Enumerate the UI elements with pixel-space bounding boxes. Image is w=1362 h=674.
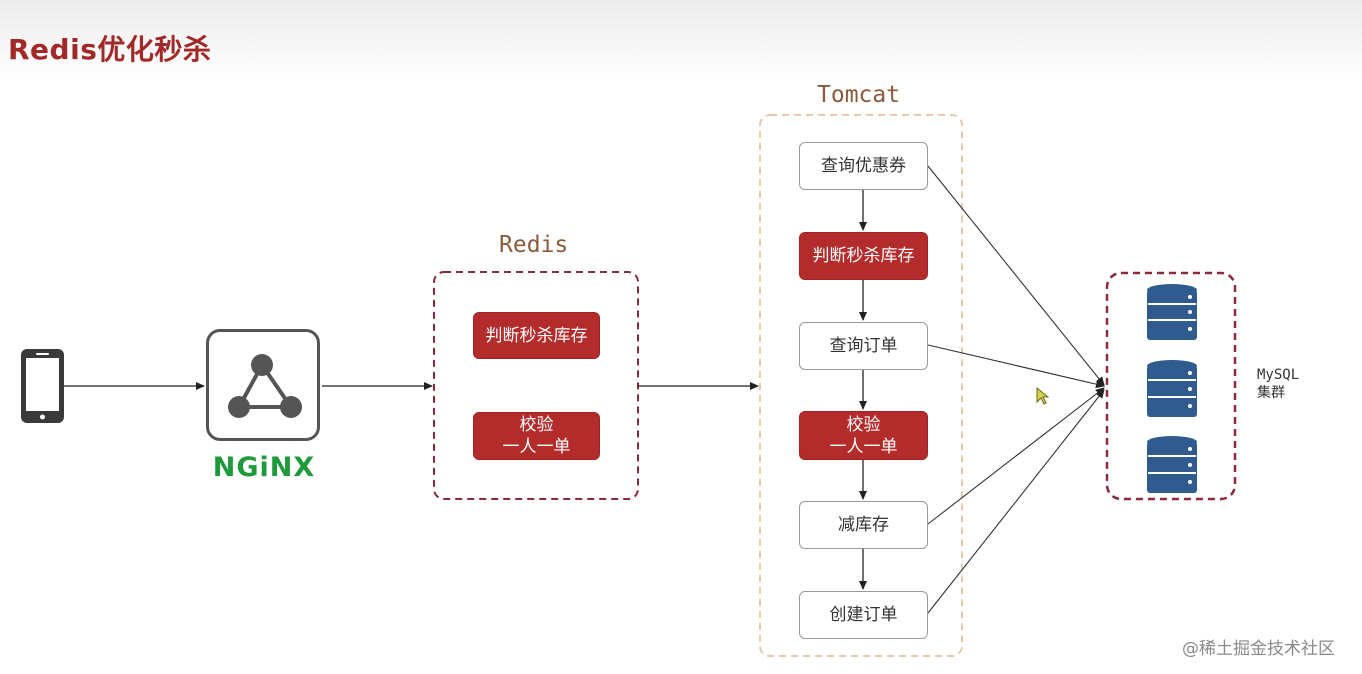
nginx-triangle-icon: [228, 354, 302, 418]
tomcat-step-label: 创建订单: [829, 605, 898, 625]
mouse-cursor-icon: [1036, 387, 1050, 405]
line-coupon-to-mysql: [927, 165, 1105, 386]
line-create-to-mysql: [927, 389, 1105, 614]
tomcat-step-label: 查询优惠券: [821, 156, 906, 176]
tomcat-step-verify-one-per-user: 校验 一人一单: [799, 411, 928, 460]
mysql-label-line2: 集群: [1257, 385, 1285, 401]
title-band: [0, 0, 1362, 78]
redis-group-border: [433, 271, 639, 500]
line-stock-to-mysql: [927, 387, 1105, 525]
tomcat-step-label: 校验 一人一单: [829, 414, 898, 457]
nginx-label: NGiNX: [212, 452, 316, 483]
redis-group-label: Redis: [499, 232, 569, 258]
database-icon: [1147, 360, 1197, 417]
database-icon: [1147, 284, 1197, 340]
tomcat-step-check-stock: 判断秒杀库存: [799, 232, 928, 280]
tomcat-group-label: Tomcat: [817, 82, 901, 108]
nginx-tile: [206, 329, 320, 441]
redis-step-label: 判断秒杀库存: [485, 325, 588, 346]
page-title: Redis优化秒杀: [8, 33, 212, 66]
mysql-label-line1: MySQL: [1257, 367, 1300, 383]
mysql-cluster-label: MySQL 集群: [1257, 366, 1299, 402]
tomcat-step-query-coupon: 查询优惠券: [799, 142, 928, 190]
database-icon: [1147, 436, 1197, 493]
tomcat-step-create-order: 创建订单: [799, 591, 928, 639]
tomcat-step-reduce-stock: 减库存: [799, 501, 928, 549]
smartphone-icon: [21, 349, 64, 423]
redis-step-verify-one-per-user: 校验 一人一单: [473, 412, 600, 460]
tomcat-step-label: 查询订单: [829, 336, 898, 356]
mysql-group-border: [1105, 271, 1237, 501]
tomcat-group-border: [759, 114, 963, 657]
tomcat-step-label: 减库存: [838, 515, 889, 535]
redis-step-label: 校验 一人一单: [502, 415, 571, 457]
watermark: @稀土掘金技术社区: [1182, 639, 1335, 659]
tomcat-step-label: 判断秒杀库存: [812, 246, 915, 266]
redis-step-check-stock: 判断秒杀库存: [473, 312, 600, 359]
line-order-query-to-mysql: [927, 344, 1105, 389]
tomcat-step-query-order: 查询订单: [799, 322, 928, 370]
